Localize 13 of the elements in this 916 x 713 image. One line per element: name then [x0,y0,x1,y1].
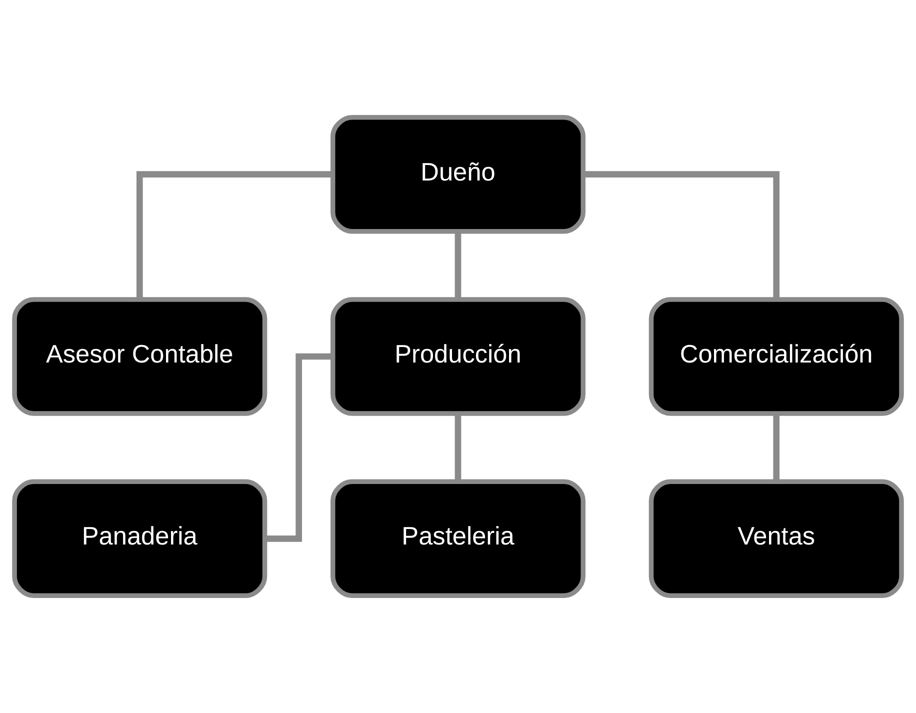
node-box: Comercialización [648,297,904,416]
node-box: Dueño [330,114,586,234]
node-box: Ventas [648,479,904,598]
connector [454,231,462,299]
node-box: Producción [330,297,586,416]
connector [773,414,780,482]
connector [454,414,462,482]
node-box: Pasteleria [330,479,586,598]
connector [136,171,333,300]
connector [265,353,333,542]
connector [583,171,780,300]
node-box: Asesor Contable [12,297,268,416]
node-box: Panaderia [12,479,268,598]
